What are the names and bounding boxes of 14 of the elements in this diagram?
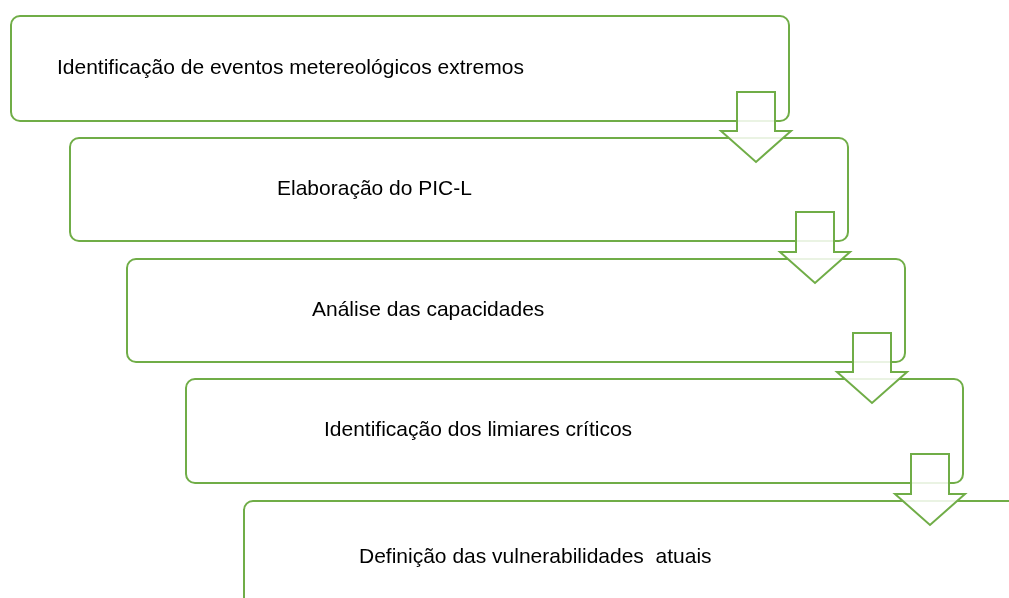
- block-arrow: [718, 91, 794, 164]
- process-box: [10, 15, 790, 122]
- step-label: Elaboração do PIC-L: [277, 175, 472, 200]
- process-box: [185, 378, 964, 484]
- block-arrow: [892, 453, 968, 527]
- process-box: [126, 258, 906, 363]
- process-box: [69, 137, 849, 242]
- step-label: Análise das capacidades: [312, 296, 545, 321]
- step-label: Identificação dos limiares críticos: [324, 417, 633, 441]
- step-label: Identificação de eventos metereológicos extremos: [57, 54, 524, 79]
- step-label: Definição das vulnerabilidades atuais: [359, 543, 712, 568]
- process-box: [243, 500, 1009, 598]
- block-arrow: [834, 332, 910, 405]
- block-arrow: [777, 211, 853, 285]
